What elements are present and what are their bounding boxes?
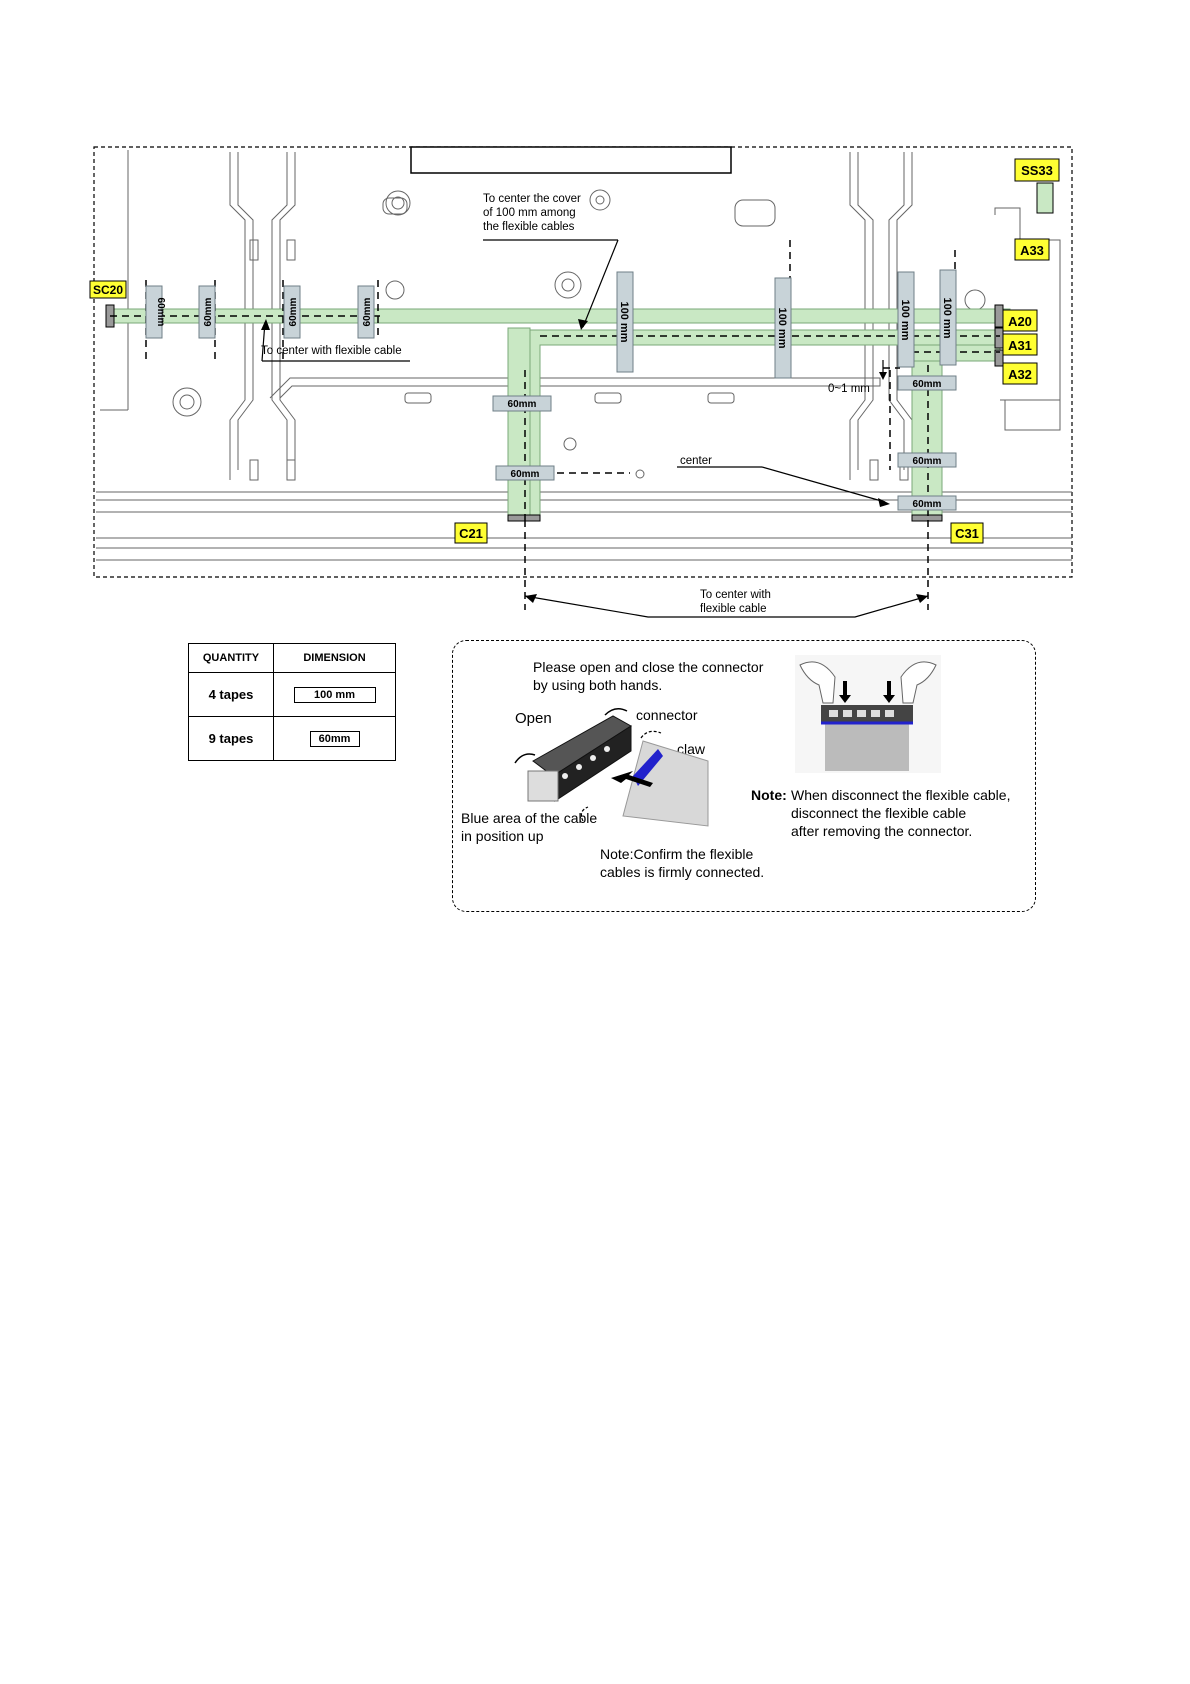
- note-line2: disconnect the flexible cable: [791, 805, 967, 821]
- callout-arrowheads: [261, 319, 928, 603]
- top-label-box: [410, 146, 732, 174]
- connector-tag-a32: [1002, 362, 1038, 385]
- routing-guides: [110, 240, 1000, 610]
- callout-center: center: [680, 455, 712, 467]
- connector-tag-sc20: [89, 280, 127, 299]
- connector-label-a32: A32: [1008, 367, 1032, 382]
- instruction-line1: Please open and close the connector: [533, 659, 764, 675]
- tape-label: 60mm: [913, 456, 942, 467]
- callout-center-flex-bottom-line2: flexible cable: [700, 603, 766, 615]
- connector-tag-a20: [1002, 309, 1038, 332]
- flex-cable-icon: [825, 721, 909, 771]
- tape-label: 100 mm: [776, 308, 788, 349]
- table-cell-quantity: 9 tapes: [188, 716, 274, 761]
- cable-c21-top: [507, 327, 531, 519]
- connector-tag-ss33: [1014, 158, 1060, 182]
- diagram-frame: [93, 146, 1073, 578]
- connector-label-c21: C21: [459, 526, 483, 541]
- callout-lines: [261, 239, 929, 618]
- connector-label: connector: [636, 707, 698, 723]
- open-label: Open: [515, 710, 552, 727]
- connector-label-a31: A31: [1008, 338, 1032, 353]
- blue-area-icon: [633, 749, 663, 786]
- tape-quantity-table: QUANTITY DIMENSION 4 tapes 100 mm 9 tape…: [188, 643, 396, 761]
- connector-illustration: [514, 708, 709, 827]
- tape-label: 60mm: [288, 297, 299, 326]
- connector-pins-icon: [829, 710, 894, 717]
- table-header-dimension: DIMENSION: [273, 643, 396, 673]
- table-cell-dimension: 60mm: [273, 716, 396, 761]
- connector-tag-c31: [950, 522, 984, 544]
- claw-marker-icon: [640, 730, 662, 739]
- table-row: 4 tapes 100 mm: [188, 672, 396, 717]
- blue-area-marker-icon: [580, 806, 589, 822]
- hands-illustration: [795, 655, 941, 773]
- open-arrow-icon: [604, 708, 628, 716]
- table-header-quantity: QUANTITY: [188, 643, 274, 673]
- rotate-arrow-icon: [514, 753, 536, 764]
- connector-label-sc20: SC20: [93, 283, 123, 297]
- connector-label-c31: C31: [955, 526, 979, 541]
- down-arrow-icon: [883, 681, 895, 703]
- connector-label-ss33: SS33: [1021, 163, 1053, 178]
- right-hand-icon: [900, 661, 937, 704]
- callout-cover-center-line3: the flexible cables: [483, 221, 575, 233]
- connector-label-a20: A20: [1008, 314, 1032, 329]
- connector-base-icon: [527, 770, 559, 802]
- insert-arrow-icon: [611, 771, 653, 787]
- callout-center-flex-bottom-line1: To center with: [700, 589, 771, 601]
- tapes: [145, 269, 957, 511]
- note-line1: When disconnect the flexible cable,: [791, 787, 1011, 803]
- tape-label: 60mm: [511, 469, 540, 480]
- note-label: Note:: [751, 787, 787, 803]
- tape-label: 60mm: [155, 298, 166, 327]
- tape-label: 60mm: [362, 297, 373, 326]
- left-hand-icon: [799, 661, 836, 704]
- callout-cover-center-line1: To center the cover: [483, 193, 581, 205]
- tape-label: 60mm: [913, 379, 942, 390]
- down-arrow-icon: [839, 681, 851, 703]
- claw-label: claw: [677, 741, 706, 757]
- table-row: 9 tapes 60mm: [188, 716, 396, 761]
- callout-center-flex-left: To center with flexible cable: [261, 345, 402, 357]
- callout-cover-center-line2: of 100 mm among: [483, 207, 576, 219]
- tape-label: 100 mm: [618, 302, 630, 343]
- connector-note-box: Please open and close the connector by u…: [452, 640, 1036, 912]
- tape-label: 60mm: [508, 399, 537, 410]
- connector-tag-a31: [1002, 333, 1038, 356]
- connector-label-a33: A33: [1020, 243, 1044, 258]
- cable-routing-diagram: 60mm 60mm 60mm 60mm 100 mm 100 mm 100 mm…: [89, 146, 1073, 618]
- tape-label: 60mm: [913, 499, 942, 510]
- connector-tag-a33: [1014, 238, 1050, 261]
- tape-label: 100 mm: [899, 300, 911, 341]
- instruction-line2: by using both hands.: [533, 677, 663, 693]
- dimension-box: 100 mm: [293, 687, 376, 703]
- blue-area-line1: Blue area of the cable: [461, 810, 598, 826]
- connector-pins-icon: [562, 746, 610, 779]
- confirm-line2: cables is firmly connected.: [600, 864, 765, 880]
- blue-area-line2: in position up: [461, 828, 544, 844]
- ss33-cable: [1036, 182, 1054, 214]
- table-cell-dimension: 100 mm: [273, 672, 396, 717]
- connector-tag-c21: [454, 522, 488, 544]
- confirm-line1: Note:Confirm the flexible: [600, 846, 754, 862]
- callout-gap: 0~1 mm: [828, 383, 870, 395]
- flex-cable-icon: [622, 740, 709, 827]
- table-cell-quantity: 4 tapes: [188, 672, 274, 717]
- tape-label: 60mm: [203, 297, 214, 326]
- note-line3: after removing the connector.: [791, 823, 973, 839]
- dimension-box: 60mm: [309, 731, 360, 747]
- connector-icon: [821, 705, 913, 723]
- tape-label: 100 mm: [941, 298, 953, 339]
